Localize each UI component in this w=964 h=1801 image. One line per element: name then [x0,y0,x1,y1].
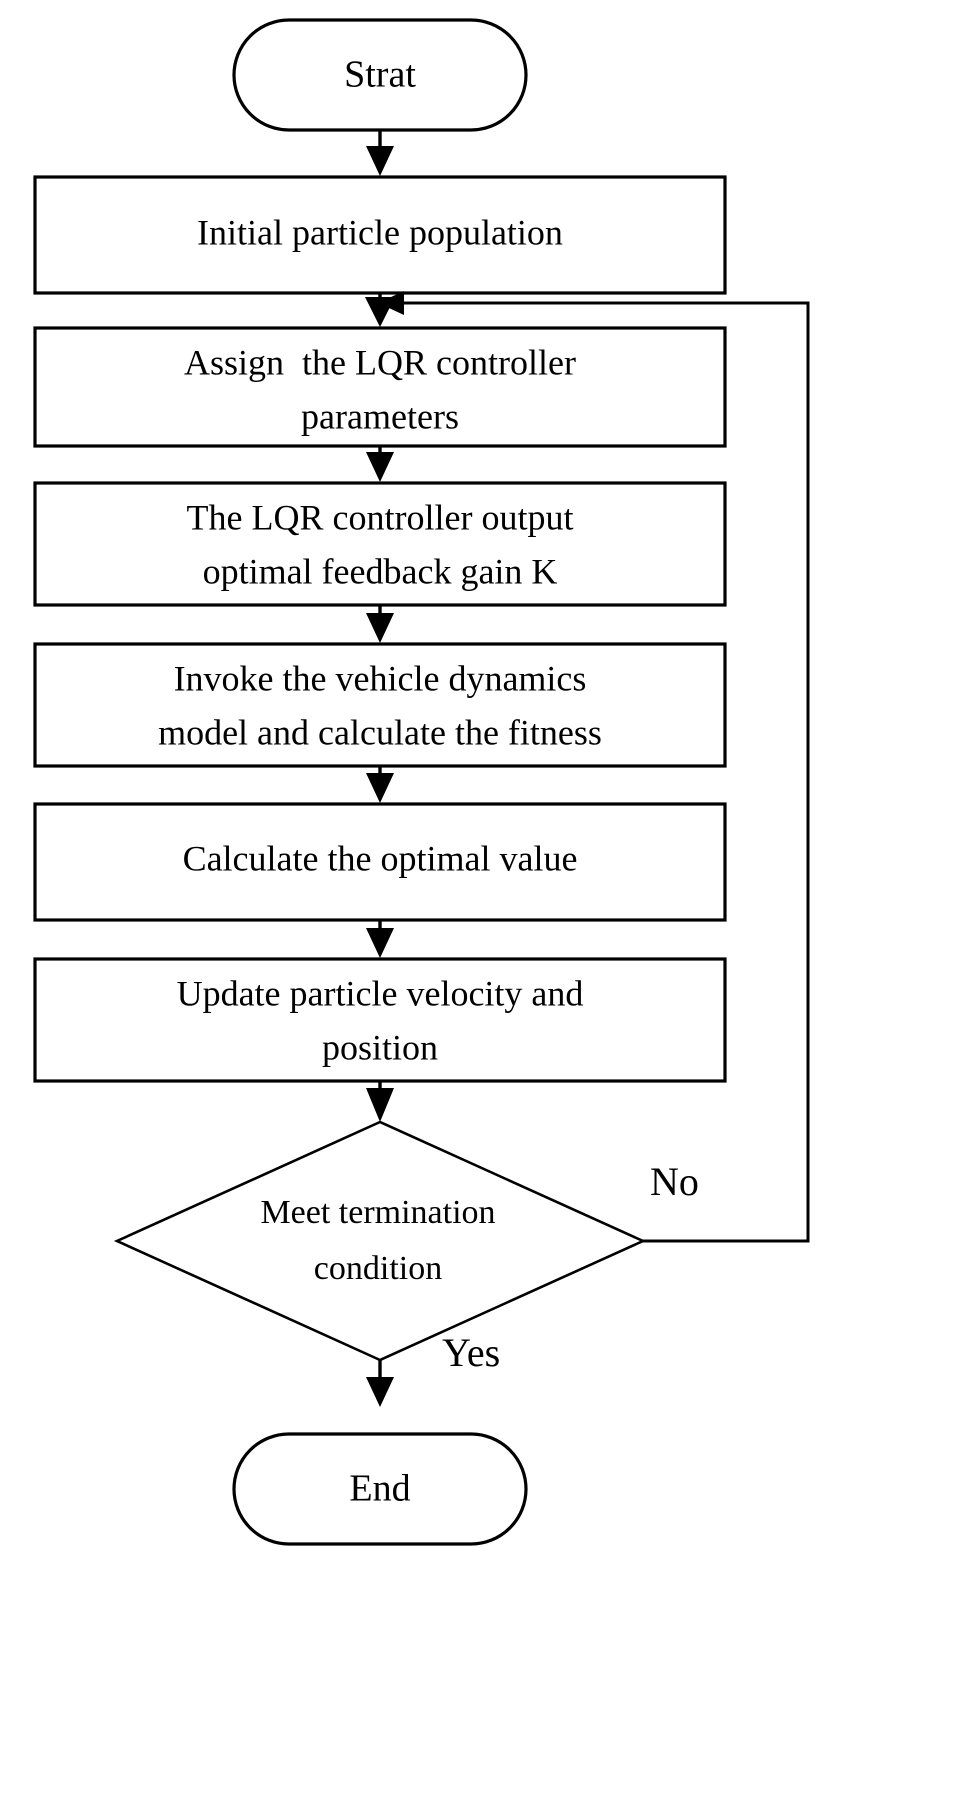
edge-lqr-output-to-invoke [366,605,394,643]
arrow-head-icon [366,146,394,176]
edge-assign-to-lqr-output [366,446,394,482]
node-init[interactable]: Initial particle population [33,175,727,295]
lqr-output-label-line2: optimal feedback gain K [203,551,558,591]
edge-calc-optimal-to-update [366,920,394,958]
assign-label-line1: Assign the LQR controller [184,342,576,382]
edge-no-feedback-loop [378,291,810,1243]
edge-start-to-init [366,130,394,176]
end-shape [232,1432,528,1546]
node-end[interactable]: End [232,1432,528,1546]
calc-optimal-shape [33,802,727,922]
node-assign[interactable]: Assign the LQR controller parameters [33,326,727,448]
edge-invoke-to-calc-optimal [366,766,394,803]
assign-label-line2: parameters [301,396,459,436]
edge-decision-to-end [366,1360,394,1407]
arrow-head-icon [366,928,394,958]
decision-label-line1: Meet termination [260,1194,495,1231]
node-update[interactable]: Update particle velocity and position [33,957,727,1083]
node-invoke[interactable]: Invoke the vehicle dynamics model and ca… [33,642,727,768]
arrow-head-icon [366,1088,394,1122]
node-decision[interactable]: Meet termination condition [113,1120,647,1362]
update-label-line1: Update particle velocity and [177,973,584,1013]
edge-label-no: No [650,1159,699,1204]
assign-shape [33,326,727,448]
arrow-head-icon [366,613,394,643]
init-label: Initial particle population [197,212,563,252]
edge-update-to-decision [366,1081,394,1122]
start-label: Strat [344,54,416,96]
invoke-label-line2: model and calculate the fitness [158,712,602,752]
node-start[interactable]: Strat [232,18,528,132]
edge-label-yes: Yes [442,1330,500,1375]
end-label: End [349,1468,410,1510]
update-label-line2: position [322,1027,438,1067]
invoke-label-line1: Invoke the vehicle dynamics [174,658,587,698]
arrow-head-icon [378,291,404,315]
init-shape [33,175,727,295]
arrow-head-icon [366,452,394,482]
calc-optimal-label: Calculate the optimal value [183,838,578,878]
node-calc-optimal[interactable]: Calculate the optimal value [33,802,727,922]
decision-shape [113,1120,647,1362]
decision-label-line2: condition [314,1250,442,1287]
arrow-head-icon [366,773,394,803]
lqr-output-label-line1: The LQR controller output [187,497,574,537]
arrow-head-icon [366,1377,394,1407]
invoke-shape [33,642,727,768]
node-lqr-output[interactable]: The LQR controller output optimal feedba… [33,481,727,607]
